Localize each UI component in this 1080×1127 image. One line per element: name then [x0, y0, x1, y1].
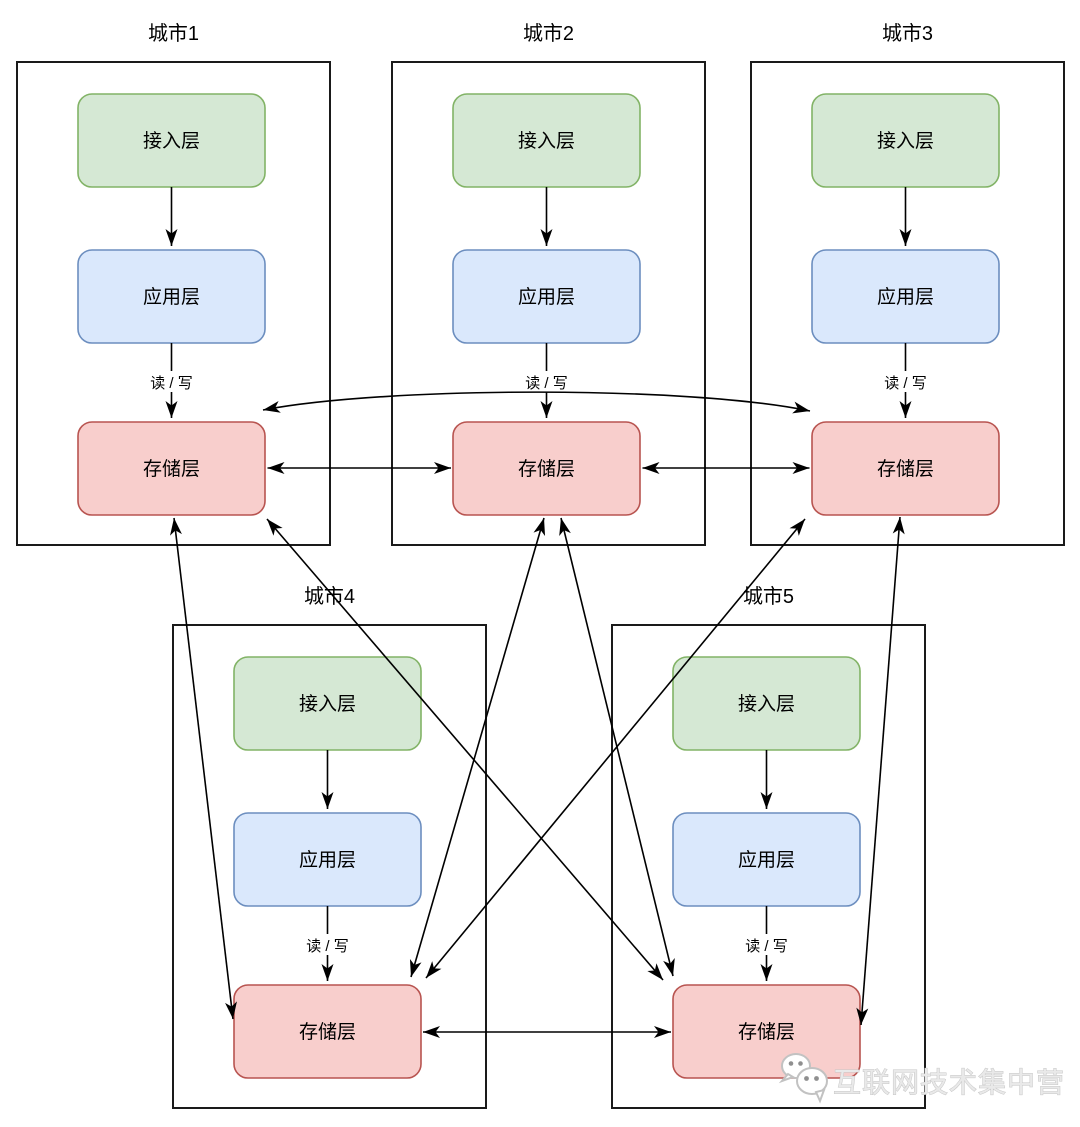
- city-1-rw-label-bg: [144, 371, 199, 392]
- wechat-icon-large-tail: [814, 1088, 826, 1104]
- city-3-storage-layer-label: 存储层: [877, 458, 934, 480]
- city-5-rw-label: 读 / 写: [745, 938, 788, 955]
- arrow-storage3-storage5: [856, 516, 905, 1026]
- watermark-text: 互联网技术集中营: [833, 1067, 1065, 1098]
- city-5-access-layer-label: 接入层: [738, 693, 795, 715]
- city-2-rw-label: 读 / 写: [525, 375, 568, 392]
- city-4-storage-layer-box: [233, 984, 422, 1079]
- wechat-icon-dot: [804, 1076, 809, 1081]
- city-4-title: 城市4: [304, 585, 355, 608]
- city-3-storage-layer-box: [811, 421, 1000, 516]
- arrow-storage1-storage3-curve: [262, 391, 811, 414]
- wechat-icon-small-tail: [778, 1072, 796, 1084]
- wechat-icon-dot: [788, 1061, 794, 1066]
- city-1-app-layer-label: 应用层: [143, 286, 200, 308]
- wechat-icon: [778, 1053, 828, 1104]
- city-4-rw-label: 读 / 写: [306, 938, 349, 955]
- city-4-access-layer-label: 接入层: [299, 693, 356, 715]
- city-1-panel: 城市1 接入层 应用层 读 / 写 存储层: [16, 22, 331, 546]
- city-2-title: 城市2: [523, 22, 574, 45]
- watermark: 互联网技术集中营: [778, 1053, 1065, 1104]
- city-2-panel: 城市2 接入层 应用层 读 / 写 存储层: [391, 22, 706, 546]
- city-2-access-layer-label: 接入层: [518, 130, 575, 152]
- city-3-app-layer-label: 应用层: [877, 286, 934, 308]
- city-5-storage-layer-box: [672, 984, 861, 1079]
- city-3-panel: 城市3 接入层 应用层 读 / 写 存储层: [750, 22, 1065, 546]
- city-5-panel: 城市5 接入层 应用层 读 / 写 存储层: [611, 585, 926, 1109]
- city-1-rw-label: 读 / 写: [150, 375, 193, 392]
- city-3-rw-label-bg: [878, 371, 933, 392]
- arrow-storage1-storage4: [170, 517, 237, 1020]
- city-1-title: 城市1: [148, 22, 199, 45]
- city-3-access-layer-label: 接入层: [877, 130, 934, 152]
- city-2-rw-label-bg: [519, 371, 574, 392]
- wechat-icon-dot: [798, 1061, 803, 1066]
- city-2-storage-layer-box: [452, 421, 641, 516]
- city-2-storage-layer-label: 存储层: [518, 458, 575, 480]
- city-1-storage-layer-label: 存储层: [143, 458, 200, 480]
- city-2-app-layer-label: 应用层: [518, 286, 575, 308]
- wechat-icon-large-bubble: [796, 1067, 828, 1095]
- city-4-panel: 城市4 接入层 应用层 读 / 写 存储层: [172, 585, 487, 1109]
- arrow-storage3-storage4: [425, 518, 806, 979]
- wechat-icon-dot: [814, 1076, 819, 1081]
- city-3-title: 城市3: [882, 22, 933, 45]
- city-5-storage-layer-label: 存储层: [738, 1021, 795, 1043]
- city-1-access-layer-label: 接入层: [143, 130, 200, 152]
- city-5-app-layer-label: 应用层: [738, 849, 795, 871]
- city-3-rw-label: 读 / 写: [884, 375, 927, 392]
- city-4-storage-layer-label: 存储层: [299, 1021, 356, 1043]
- city-1-storage-layer-box: [77, 421, 266, 516]
- city-4-app-layer-label: 应用层: [299, 849, 356, 871]
- city-5-title: 城市5: [743, 585, 794, 608]
